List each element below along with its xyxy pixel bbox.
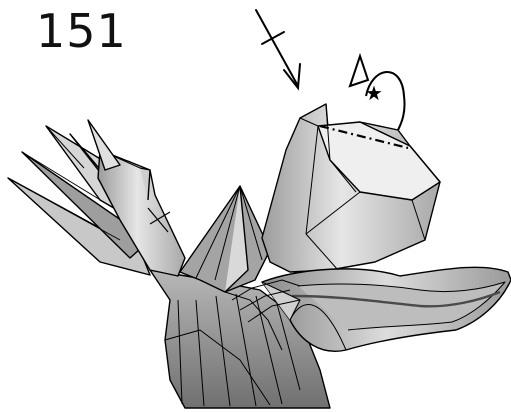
star-icon: ★: [365, 81, 383, 105]
push-arrow-icon: [256, 10, 300, 88]
right-tower: [262, 104, 440, 272]
center-point: [180, 186, 270, 292]
